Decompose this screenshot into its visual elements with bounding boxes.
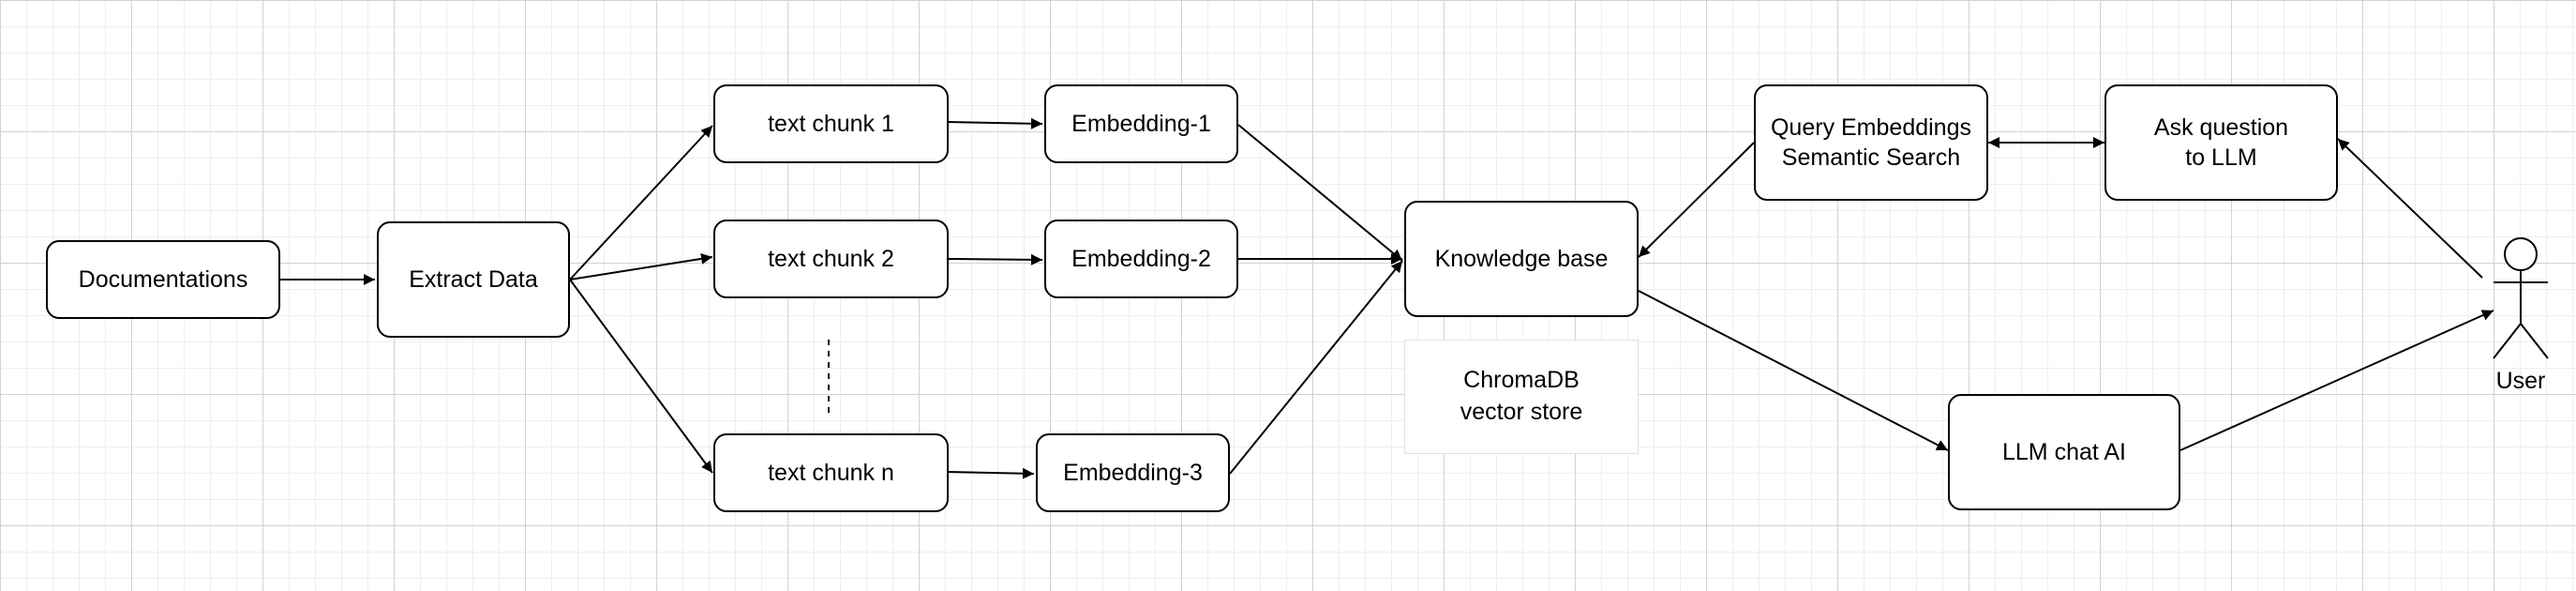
knowledge-base-node[interactable]: Knowledge base: [1404, 201, 1639, 317]
query-embeddings-node[interactable]: Query Embeddings Semantic Search: [1754, 84, 1988, 201]
extract-data-node[interactable]: Extract Data: [377, 221, 570, 338]
user-actor-icon: [2493, 237, 2549, 359]
documentations-label: Documentations: [78, 265, 248, 293]
extract-data-label: Extract Data: [409, 265, 538, 293]
text-chunk-2-node[interactable]: text chunk 2: [713, 220, 949, 298]
edge-embedding3-kb: [1229, 260, 1403, 475]
embedding-3-node[interactable]: Embedding-3: [1036, 433, 1230, 512]
edge-extract-chunk2: [569, 252, 713, 280]
edge-extract-chunkn: [569, 279, 713, 474]
edge-chunk1-embedding1: [948, 117, 1043, 129]
user-actor-label: User: [2495, 368, 2546, 394]
text-chunk-1-label: text chunk 1: [768, 110, 894, 137]
vector-store-label: ChromaDB vector store: [1460, 367, 1583, 425]
edge-query-kb: [1638, 142, 1755, 258]
text-chunk-1-node[interactable]: text chunk 1: [713, 84, 949, 163]
knowledge-base-label: Knowledge base: [1434, 245, 1609, 272]
embedding-1-label: Embedding-1: [1071, 110, 1211, 137]
text-chunk-n-label: text chunk n: [768, 459, 894, 486]
query-embeddings-label: Query Embeddings Semantic Search: [1770, 114, 1971, 172]
llm-chat-node[interactable]: LLM chat AI: [1948, 394, 2180, 510]
ask-question-label: Ask question to LLM: [2153, 114, 2289, 172]
text-chunk-n-node[interactable]: text chunk n: [713, 433, 949, 512]
embedding-1-node[interactable]: Embedding-1: [1044, 84, 1238, 163]
edge-embedding1-kb: [1237, 124, 1403, 262]
edge-kb-llmchat: [1638, 290, 1949, 451]
edge-chunk2-embedding2: [948, 253, 1043, 265]
documentations-node[interactable]: Documentations: [46, 240, 280, 319]
text-chunk-2-label: text chunk 2: [768, 245, 894, 272]
edge-chunkn-embedding3: [948, 467, 1035, 479]
edge-user-ask: [2337, 138, 2483, 279]
edge-llmchat-user: [2179, 310, 2494, 451]
embedding-3-label: Embedding-3: [1063, 459, 1203, 486]
embedding-2-label: Embedding-2: [1071, 245, 1211, 272]
llm-chat-label: LLM chat AI: [2001, 438, 2127, 465]
vector-store-note: ChromaDB vector store: [1404, 340, 1639, 454]
ask-question-node[interactable]: Ask question to LLM: [2104, 84, 2338, 201]
edge-extract-chunk1: [569, 125, 713, 280]
embedding-2-node[interactable]: Embedding-2: [1044, 220, 1238, 298]
